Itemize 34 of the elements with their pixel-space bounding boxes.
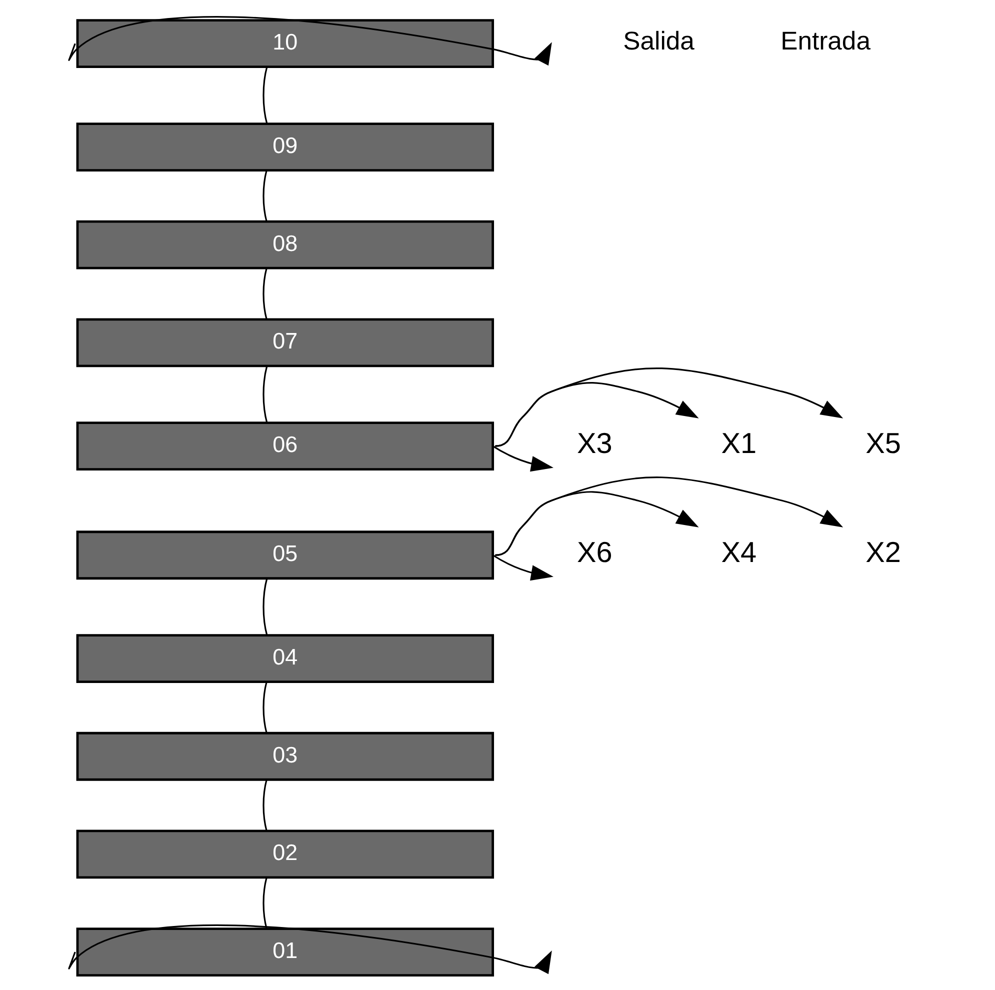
arrow <box>492 554 554 581</box>
node-box: 01 <box>76 928 494 976</box>
arrow <box>492 445 554 472</box>
connector <box>262 682 268 734</box>
node-text: X6 <box>576 537 612 570</box>
connector <box>262 878 268 929</box>
arrow <box>495 476 844 556</box>
node-box: 09 <box>76 122 494 172</box>
node-text: X2 <box>866 537 901 570</box>
node-text: X1 <box>721 428 757 460</box>
node-box: 06 <box>76 422 494 471</box>
arrow <box>68 16 552 66</box>
node-box: 10 <box>76 19 494 68</box>
connector <box>262 780 268 831</box>
arrow <box>495 368 844 447</box>
connector <box>262 170 268 222</box>
node-box: 04 <box>76 634 494 684</box>
node-text: X3 <box>576 428 612 460</box>
node-text: X5 <box>866 428 901 460</box>
node-box: 02 <box>76 830 494 879</box>
node-box: 03 <box>76 732 494 781</box>
arrow <box>68 924 552 974</box>
connector <box>262 268 268 320</box>
connector <box>262 66 268 124</box>
label: Entrada <box>780 28 870 56</box>
arrow <box>495 491 699 556</box>
arrow <box>495 382 699 447</box>
node-box: 07 <box>76 318 494 368</box>
connector <box>262 578 268 636</box>
label: Salida <box>623 28 694 56</box>
node-box: 08 <box>76 220 494 270</box>
node-text: X4 <box>721 537 757 570</box>
connector <box>262 366 268 423</box>
node-box: 05 <box>76 530 494 580</box>
